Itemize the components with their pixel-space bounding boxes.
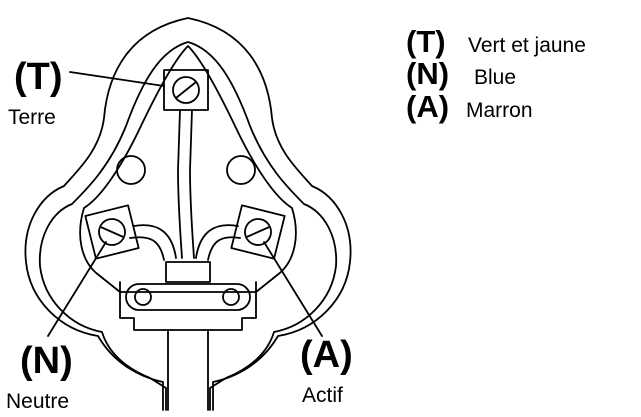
pin-hole-left: [116, 155, 146, 185]
live-wire: [195, 224, 241, 261]
cable-clamp: [125, 283, 251, 311]
neutral-code-label: (N): [20, 340, 73, 382]
plug-core-housing: [79, 45, 297, 293]
cable-grip-block: [165, 261, 211, 283]
live-name-label: Actif: [302, 384, 343, 407]
earth-leader-line: [69, 71, 165, 87]
legend-code-live: (A): [406, 89, 449, 124]
live-terminal: [230, 204, 286, 260]
neutral-leader-line: [47, 241, 107, 337]
neutral-wire: [129, 224, 177, 261]
color-legend: (T) Vert et jaune (N) Blue (A) Marron: [406, 24, 586, 124]
legend-desc-live: Marron: [466, 99, 533, 122]
clamp-screw-left: [134, 288, 152, 306]
legend-desc-earth: Vert et jaune: [468, 34, 586, 57]
clamp-screw-right: [222, 288, 240, 306]
earth-terminal: [163, 69, 209, 111]
pin-hole-right: [226, 155, 256, 185]
legend-code-neutral: (N): [406, 56, 449, 91]
live-code-label: (A): [300, 334, 353, 376]
earth-screw-slot: [175, 81, 197, 99]
legend-code-earth: (T): [406, 24, 446, 59]
neutral-name-label: Neutre: [6, 390, 69, 413]
neutral-terminal: [84, 204, 140, 260]
earth-wire: [177, 109, 195, 259]
plug-outer-outline: [24, 17, 352, 411]
live-leader-line: [263, 241, 323, 337]
earth-code-label: (T): [14, 56, 63, 98]
earth-name-label: Terre: [8, 106, 56, 129]
earth-terminal-screw: [172, 76, 200, 104]
clamp-frame: [119, 281, 257, 331]
plug-inner-outline: [39, 41, 337, 411]
legend-desc-neutral: Blue: [474, 66, 516, 89]
